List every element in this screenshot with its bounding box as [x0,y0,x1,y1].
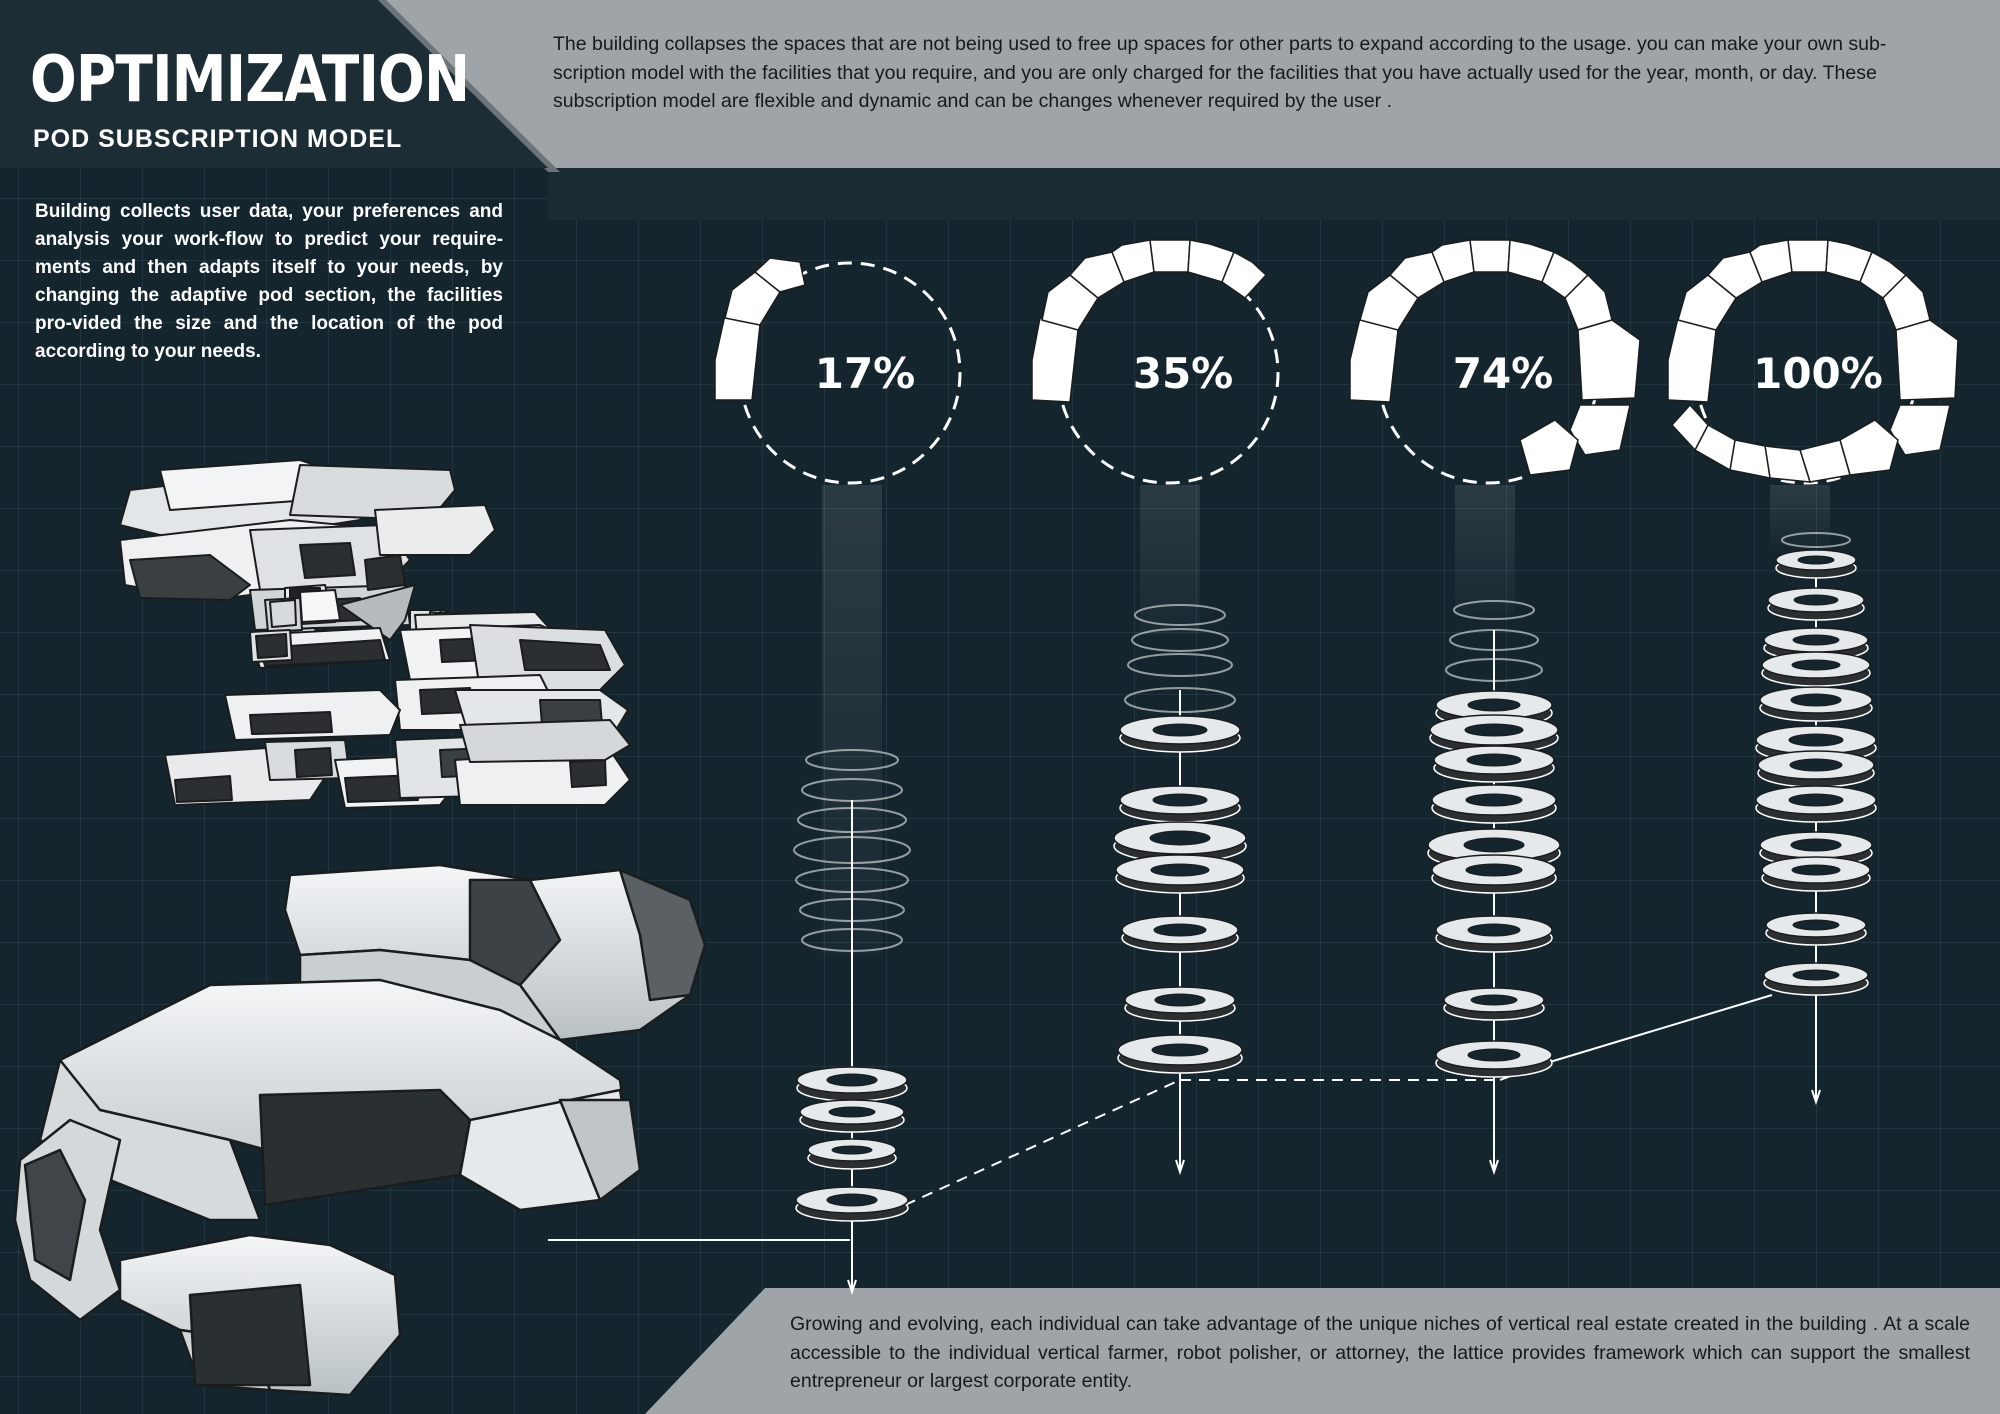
beams [822,485,1830,955]
occupancy-label-35: 35% [1133,349,1234,398]
page-subtitle: POD SUBSCRIPTION MODEL [33,125,403,153]
ghost-pod-ring [1124,687,1236,713]
footer-paragraph: Growing and evolving, each individual ca… [790,1313,1970,1392]
stacked-pod [1431,854,1557,894]
ring-100: 100% [1667,239,1959,485]
stacked-pod [1115,854,1245,894]
stacked-pod [1431,784,1557,824]
stacked-pod [796,1066,908,1102]
ghost-pod-ring [1781,532,1851,548]
stacked-pod [1763,962,1869,996]
exploded-pods-illustration [119,459,631,809]
ring-74: 74% [1349,239,1641,485]
pod-stacks [793,532,1877,1222]
occupancy-label-100: 100% [1753,349,1883,398]
header-divider [548,168,2000,220]
footer-panel [645,1288,2000,1414]
occupancy-label-74: 74% [1453,349,1554,398]
ghost-pod-ring [797,807,907,833]
stacked-pod [1775,549,1857,579]
stacked-pod [1119,785,1241,823]
ghost-pod-ring [805,749,899,771]
stacked-pod [1443,987,1545,1021]
stacked-pod [1435,915,1553,953]
ring-17: 17% [714,257,962,485]
ghost-pod-ring [799,898,905,922]
stacked-pod [1757,750,1875,788]
ghost-pod-ring [801,928,903,952]
stacked-pod [807,1138,897,1170]
stacked-pod [795,1186,909,1222]
stacked-pod [1761,651,1871,687]
stacked-pod [1119,715,1241,753]
ghost-pod-ring [1131,628,1229,652]
connector-lines [548,994,1773,1241]
stacked-pod [1124,986,1236,1022]
occupancy-label-17: 17% [815,349,916,398]
stacked-pod [1113,821,1247,863]
stacked-pod [1435,1040,1553,1078]
stacked-pod [1759,686,1873,722]
intro-paragraph: Building collects user data, your prefer… [35,201,503,362]
stacked-pod [799,1099,905,1133]
stacked-pod [1767,587,1865,621]
stacked-pod [1117,1034,1243,1074]
ghost-pod-ring [801,778,903,802]
ghost-pod-ring [1453,600,1535,620]
ghost-pod-ring [1449,629,1539,651]
ghost-pod-ring [1445,658,1543,682]
header-description: The building collapses the spaces that a… [553,33,1887,112]
stacked-pod [1761,856,1871,892]
ghost-pod-ring [795,867,909,893]
stacked-pod [1755,785,1877,823]
ghost-pod-ring [1134,604,1226,626]
page-title: OPTIMIZATION [30,43,470,117]
ghost-pod-ring [1127,653,1233,677]
stacked-pod [1433,745,1555,783]
stacked-pod [1121,915,1239,953]
ghost-pod-ring [793,836,911,864]
stacked-pod [1765,912,1867,946]
ring-35: 35% [1031,239,1280,485]
assembled-structure-illustration [13,863,707,1397]
